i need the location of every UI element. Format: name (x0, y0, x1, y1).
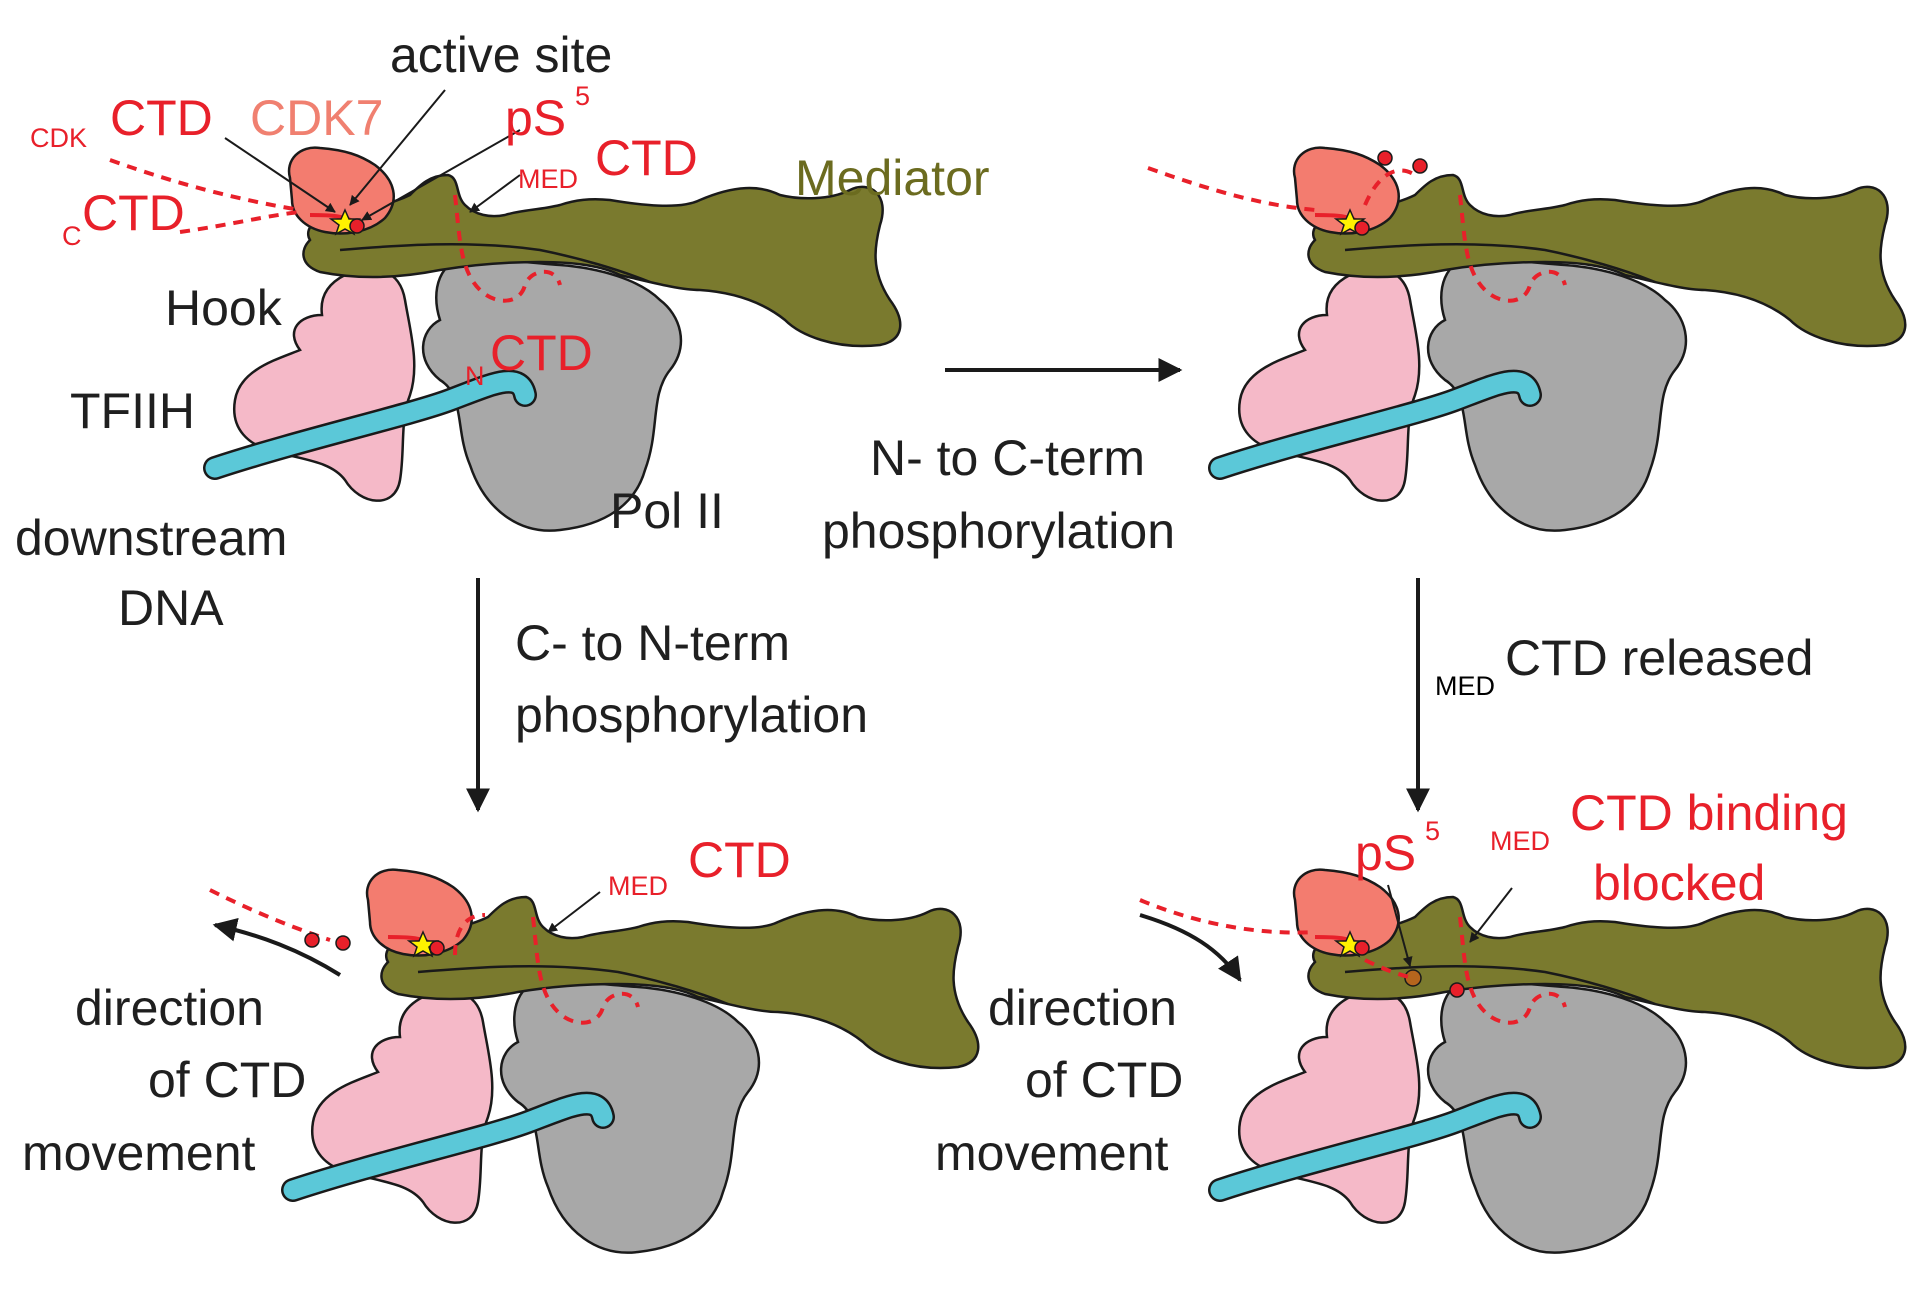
label-ctd-released: CTD released (1505, 630, 1813, 686)
ctd-dashed-line (1139, 898, 1316, 935)
panel-initial-state: active site CDK CTD CDK7 pS 5 MED CTD Me… (15, 27, 990, 636)
cdk-ctd-pointer (224, 137, 336, 213)
label-n-subscript: N (465, 361, 485, 391)
phospho-dot (1412, 158, 1428, 174)
label-med-ctd: CTD (595, 130, 698, 186)
phospho-site (1354, 940, 1370, 956)
med-ctd-pointer (547, 891, 601, 933)
label-med-ctd: CTD (688, 832, 791, 888)
phospho-dot (1449, 982, 1465, 998)
label-n-to-c-line1: N- to C-term (870, 430, 1145, 486)
ctd-link-dashes (1364, 958, 1414, 980)
label-active-site: active site (390, 27, 612, 83)
label-n-ctd: CTD (490, 325, 593, 381)
label-ps: pS (505, 90, 566, 146)
label-ps-superscript: 5 (575, 81, 590, 111)
label-med-subscript: MED (1490, 826, 1550, 856)
label-c-ctd: CTD (82, 185, 185, 241)
label-pol2: Pol II (610, 483, 724, 539)
label-dna: DNA (118, 580, 224, 636)
label-c-to-n-line1: C- to N-term (515, 615, 790, 671)
ps5-pointer (1387, 884, 1413, 967)
ctd-loop-dashes (453, 913, 486, 956)
label-direction: direction (988, 980, 1177, 1036)
label-mediator: Mediator (795, 150, 990, 206)
panel-c-to-n-result: MED CTD direction of CTD movement (22, 832, 978, 1253)
label-of-ctd: of CTD (148, 1052, 306, 1108)
ps5-pointer (361, 129, 521, 221)
direction-arrow (212, 917, 342, 977)
label-released-subscript: MED (1435, 671, 1495, 701)
binding-pointer (1469, 887, 1513, 943)
released-ctd-dashes (1363, 168, 1417, 206)
label-ps: pS (1355, 825, 1416, 881)
label-n-to-c-line2: phosphorylation (822, 503, 1175, 559)
phospho-site (429, 940, 445, 956)
phospho-dot (335, 935, 351, 951)
direction-arrow (1139, 913, 1242, 982)
c-ctd-dashed-line (179, 210, 301, 234)
ctd-dashed-line (109, 158, 301, 212)
label-movement: movement (22, 1125, 256, 1181)
label-movement: movement (935, 1125, 1169, 1181)
ctd-dashed-line (209, 888, 331, 942)
label-tfiih: TFIIH (70, 383, 195, 439)
label-c-to-n-line2: phosphorylation (515, 687, 868, 743)
ctd-dashed-line (1147, 166, 1316, 212)
label-med-subscript: MED (608, 871, 668, 901)
panel-n-to-c-result (1147, 148, 1905, 531)
label-med-subscript: MED (518, 164, 578, 194)
phospho-site (1354, 220, 1370, 236)
panel-binding-blocked: pS 5 MED CTD binding blocked direction o… (935, 785, 1905, 1253)
label-direction: direction (75, 980, 264, 1036)
med-ctd-pointer (469, 174, 521, 213)
phospho-dot (304, 932, 320, 948)
phospho-site (349, 218, 365, 234)
label-cdk-ctd: CTD (110, 90, 213, 146)
phospho-dot (1377, 150, 1393, 166)
label-c-subscript: C (62, 221, 82, 251)
label-hook: Hook (165, 280, 283, 336)
label-blocked: blocked (1593, 855, 1765, 911)
label-ctd-binding: CTD binding (1570, 785, 1848, 841)
label-ps-superscript: 5 (1425, 816, 1440, 846)
label-cdk-subscript: CDK (30, 123, 87, 153)
active-site-pointer (349, 89, 446, 206)
label-of-ctd: of CTD (1025, 1052, 1183, 1108)
label-cdk7: CDK7 (250, 90, 383, 146)
label-downstream: downstream (15, 510, 287, 566)
